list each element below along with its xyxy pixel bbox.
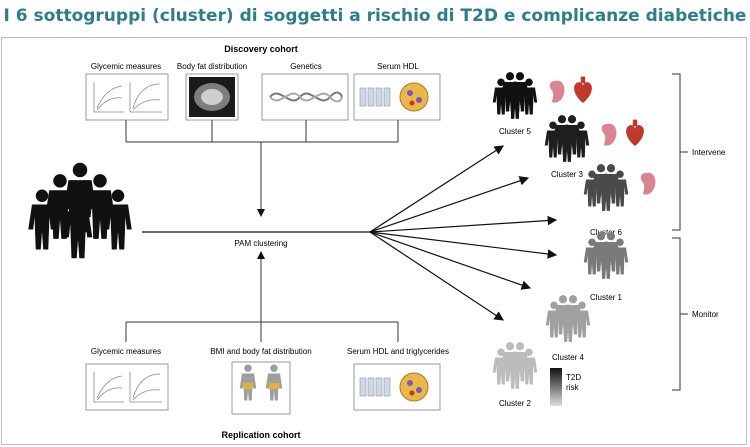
replication-panel-glycemic: Glycemic measures (85, 347, 169, 411)
panel-label: BMI and body fat distribution (210, 347, 311, 356)
panel-label: Glycemic measures (91, 62, 161, 71)
risk-legend-line2: risk (566, 383, 579, 392)
panel-label: Body fat distribution (177, 62, 247, 71)
heart-icon (574, 76, 592, 103)
intervene-label: Intervene (692, 148, 726, 157)
risk-legend-line1: T2D (566, 373, 581, 382)
cluster-silhouette-icon (583, 232, 629, 279)
panel-label: Glycemic measures (91, 347, 161, 356)
cluster-label: Cluster 2 (499, 399, 532, 408)
test-tubes-icon (359, 377, 391, 397)
cluster-label: Cluster 4 (552, 353, 585, 362)
page-title: I 6 sottogruppi (cluster) di soggetti a … (3, 6, 747, 26)
kidney-icon (601, 123, 617, 146)
cluster-group: Cluster 3 (544, 115, 644, 179)
panel-label: Serum HDL and triglycerides (347, 347, 449, 356)
discovery-panel-genetics: Genetics (261, 62, 349, 121)
lipoprotein-icon (399, 372, 429, 402)
replication-panel-bmi: BMI and body fat distribution (210, 347, 312, 415)
figure-frame (1, 37, 747, 445)
cluster-silhouette-icon (545, 295, 591, 342)
heart-icon (626, 119, 644, 146)
cluster-group: Cluster 1 (583, 232, 629, 302)
discovery-connector (125, 120, 399, 217)
cluster-silhouette-icon (492, 72, 538, 119)
kidney-icon (640, 172, 656, 195)
cluster-group: Cluster 5 (492, 72, 592, 136)
panel-label: Genetics (290, 62, 322, 71)
cluster-label: Cluster 6 (590, 228, 623, 237)
cluster-group: Cluster 6 (583, 164, 656, 237)
glycemic-chart-icon (85, 73, 169, 121)
kidney-icon (549, 80, 565, 103)
replication-panel-serum-hdl: Serum HDL and triglycerides (347, 347, 449, 411)
cluster-silhouette-icon (492, 342, 538, 389)
cluster-label: Cluster 3 (551, 170, 584, 179)
discovery-cohort-label: Discovery cohort (224, 44, 298, 54)
intervene-bracket (672, 73, 688, 231)
replication-connector (125, 251, 399, 342)
cluster-group: Cluster 2 (492, 342, 538, 408)
panel-label: Serum HDL (377, 62, 419, 71)
cluster-group: Cluster 4 (545, 295, 591, 362)
population-silhouette-icon (28, 162, 132, 259)
cluster-label: Cluster 5 (499, 127, 532, 136)
discovery-panel-glycemic: Glycemic measures (85, 62, 169, 121)
discovery-panel-body-fat: Body fat distribution (177, 62, 247, 121)
glycemic-chart-icon (85, 363, 169, 411)
monitor-label: Monitor (692, 310, 719, 319)
lipoprotein-icon (399, 82, 429, 112)
replication-cohort-label: Replication cohort (221, 430, 300, 440)
discovery-panel-serum-hdl: Serum HDL (353, 62, 441, 121)
monitor-bracket (672, 237, 688, 391)
cluster-silhouette-icon (583, 164, 629, 211)
cluster-silhouette-icon (544, 115, 590, 162)
cluster-arrows (369, 145, 558, 321)
risk-gradient-bar (550, 368, 562, 406)
test-tubes-icon (359, 87, 391, 107)
cluster-label: Cluster 1 (590, 293, 623, 302)
pam-clustering-label: PAM clustering (234, 239, 287, 248)
